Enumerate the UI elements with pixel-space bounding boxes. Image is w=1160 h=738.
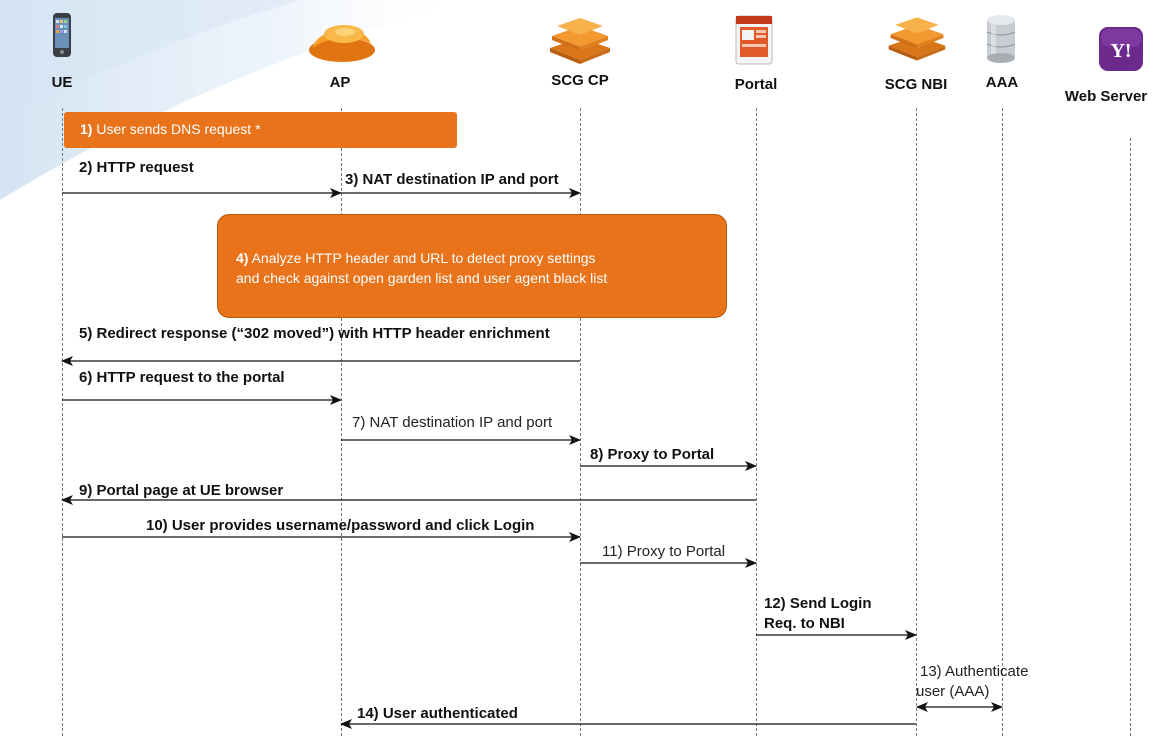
message-5: 5) Redirect response (“302 moved”) with …	[79, 325, 550, 342]
portal-entity	[733, 14, 775, 66]
note-step-4-line-2: and check against open garden list and u…	[236, 270, 608, 286]
mobile-phone-icon	[53, 13, 71, 57]
database-server-icon	[986, 15, 1016, 63]
lifeline-scg-cp	[580, 108, 581, 736]
message-2: 2) HTTP request	[79, 159, 194, 176]
message-13-line-1: 13) Authenticate	[920, 663, 1029, 680]
message-7: 7) NAT destination IP and port	[352, 414, 553, 431]
access-point-icon	[309, 25, 375, 62]
note-step-4: 4) Analyze HTTP header and URL to detect…	[217, 214, 727, 318]
message-12-line-2: Req. to NBI	[764, 615, 845, 632]
note-step-4-text-1: Analyze HTTP header and URL to detect pr…	[251, 250, 596, 266]
message-11: 11) Proxy to Portal	[602, 543, 726, 560]
yahoo-logo-icon: Y!	[1099, 27, 1143, 71]
message-10: 10) User provides username/password and …	[146, 517, 535, 534]
message-9: 9) Portal page at UE browser	[79, 482, 284, 499]
lifeline-web-server	[1130, 138, 1131, 736]
controller-appliance-icon	[550, 18, 610, 64]
message-6: 6) HTTP request to the portal	[79, 369, 285, 386]
note-step-4-line-1: 4) Analyze HTTP header and URL to detect…	[236, 248, 726, 268]
message-3: 3) NAT destination IP and port	[345, 171, 559, 188]
lifeline-ap	[341, 108, 342, 736]
ue-entity	[50, 12, 74, 60]
label-portal: Portal	[734, 76, 778, 93]
lifeline-ue	[62, 108, 63, 736]
portal-page-icon	[735, 15, 773, 65]
lifeline-portal	[756, 108, 757, 736]
label-ue: UE	[51, 74, 73, 91]
lifeline-aaa	[1002, 108, 1003, 736]
message-13-line-2: user (AAA)	[916, 683, 990, 700]
label-aaa: AAA	[985, 74, 1019, 91]
web-server-entity: Y!	[1098, 26, 1144, 72]
message-14: 14) User authenticated	[357, 705, 518, 722]
controller-appliance-icon	[888, 17, 946, 61]
label-scg-cp: SCG CP	[551, 72, 609, 89]
ap-entity	[307, 20, 377, 66]
label-web-server: Web Server	[1064, 88, 1148, 105]
note-step-4-number: 4)	[236, 250, 249, 266]
note-step-1-text: User sends DNS request *	[96, 121, 261, 137]
note-step-1-number: 1)	[80, 121, 93, 137]
label-ap: AP	[329, 74, 351, 91]
message-8: 8) Proxy to Portal	[590, 446, 715, 463]
scg-nbi-entity	[884, 16, 950, 62]
message-12-line-1: 12) Send Login	[764, 595, 872, 612]
lifeline-scg-nbi	[916, 108, 917, 736]
note-step-1: 1) User sends DNS request *	[64, 112, 457, 148]
scg-cp-entity	[545, 18, 615, 64]
label-scg-nbi: SCG NBI	[884, 76, 948, 93]
aaa-entity	[983, 14, 1019, 64]
yahoo-logo-text: Y!	[1110, 40, 1131, 62]
